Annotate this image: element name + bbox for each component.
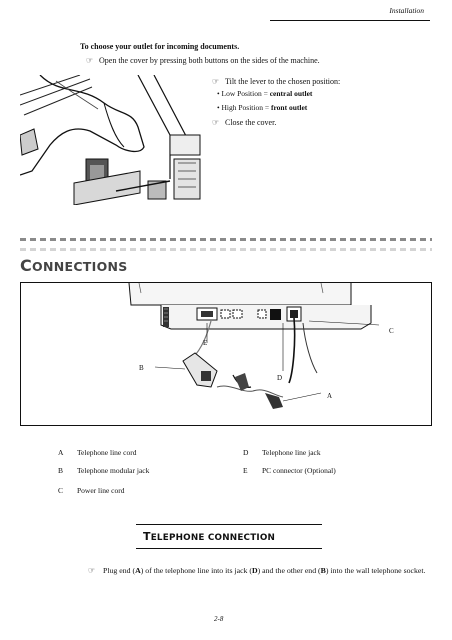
plug-text-part: ) of the telephone line into its jack ( bbox=[140, 566, 252, 575]
running-header: Installation bbox=[389, 6, 424, 15]
connections-title-rest: ONNECTIONS bbox=[32, 259, 128, 274]
plug-instruction: ☞ Plug end (A) of the telephone line int… bbox=[88, 565, 440, 577]
low-position-label: • Low Position = bbox=[217, 89, 270, 98]
section-dash-rule bbox=[20, 238, 432, 241]
plug-letter-d: D bbox=[252, 566, 258, 575]
page-number: 2-8 bbox=[214, 615, 224, 623]
outlet-lever-photo bbox=[20, 75, 204, 205]
telephone-title-initial: T bbox=[143, 530, 151, 543]
telephone-title-rule-bottom bbox=[136, 548, 322, 549]
low-position-item: • Low Position = central outlet bbox=[217, 89, 312, 98]
legend-item: C Power line cord bbox=[58, 486, 125, 495]
step-close-cover: ☞ Close the cover. bbox=[212, 118, 276, 127]
header-rule bbox=[270, 20, 430, 21]
legend-letter: B bbox=[58, 466, 64, 475]
legend-text: Telephone line jack bbox=[262, 448, 321, 457]
high-position-item: • High Position = front outlet bbox=[217, 103, 307, 112]
plug-text-part: Plug end ( bbox=[103, 566, 136, 575]
legend-item: D Telephone line jack bbox=[243, 448, 321, 457]
label-a: A bbox=[327, 392, 332, 400]
legend-item: A Telephone line cord bbox=[58, 448, 136, 457]
pointing-hand-icon: ☞ bbox=[88, 566, 96, 575]
legend-letter: C bbox=[58, 486, 64, 495]
legend-letter: D bbox=[243, 448, 249, 457]
pointing-hand-icon: ☞ bbox=[86, 56, 94, 65]
step-close-text: Close the cover. bbox=[225, 118, 277, 127]
legend-text: Telephone line cord bbox=[77, 448, 137, 457]
legend-item: B Telephone modular jack bbox=[58, 466, 149, 475]
legend-letter: A bbox=[58, 448, 64, 457]
step-open-cover: ☞ Open the cover by pressing both buttons… bbox=[86, 56, 320, 65]
plug-instruction-text: Plug end (A) of the telephone line into … bbox=[88, 565, 440, 577]
fax-rear-panel-illustration: E B D A C bbox=[128, 283, 394, 409]
plug-letter-a: A bbox=[135, 566, 141, 575]
connections-title-initial: C bbox=[20, 256, 33, 275]
telephone-title-rule-top bbox=[136, 524, 322, 525]
pointing-hand-icon: ☞ bbox=[212, 77, 220, 86]
step-open-text: Open the cover by pressing both buttons … bbox=[99, 56, 320, 65]
telephone-title-rest: ELEPHONE CONNECTION bbox=[150, 533, 276, 543]
label-d: D bbox=[277, 374, 282, 382]
connections-diagram: E B D A C bbox=[20, 282, 432, 426]
step-tilt-lever: ☞ Tilt the lever to the chosen position: bbox=[212, 77, 340, 86]
legend-letter: E bbox=[243, 466, 248, 475]
connections-title: CONNECTIONS bbox=[20, 256, 128, 275]
low-position-value: central outlet bbox=[269, 89, 313, 98]
legend-text: Power line cord bbox=[77, 486, 125, 495]
high-position-value: front outlet bbox=[270, 103, 308, 112]
label-b: B bbox=[139, 364, 144, 372]
plug-text-part: ) and the other end ( bbox=[257, 566, 321, 575]
hand-opening-fax-illustration bbox=[20, 75, 204, 205]
plug-letter-b: B bbox=[320, 566, 326, 575]
telephone-connection-title: TELEPHONE CONNECTION bbox=[143, 530, 275, 543]
pointing-hand-icon: ☞ bbox=[212, 118, 220, 127]
outlet-heading: To choose your outlet for incoming docum… bbox=[80, 42, 240, 51]
legend-item: E PC connector (Optional) bbox=[243, 466, 336, 475]
plug-text-part: ) into the wall telephone socket. bbox=[325, 566, 426, 575]
step-tilt-text: Tilt the lever to the chosen position: bbox=[225, 77, 341, 86]
legend-text: PC connector (Optional) bbox=[262, 466, 336, 475]
label-c: C bbox=[389, 327, 394, 335]
section-dash-rule-faint bbox=[20, 248, 432, 251]
label-e: E bbox=[203, 339, 207, 347]
high-position-label: • High Position = bbox=[217, 103, 271, 112]
legend-text: Telephone modular jack bbox=[77, 466, 150, 475]
